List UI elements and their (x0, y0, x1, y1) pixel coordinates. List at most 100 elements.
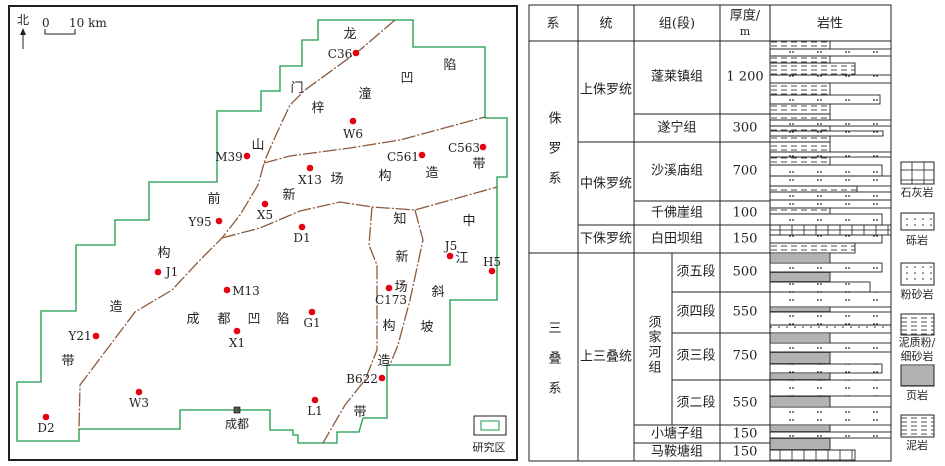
well: Y95 (187, 215, 223, 229)
well-dot-icon (306, 164, 314, 172)
legend-argillaceous-silt: 泥质粉/ (899, 336, 936, 349)
well-label: H5 (483, 255, 501, 269)
well-dot-icon (135, 388, 143, 396)
formation-name: 千佛崖组 (651, 206, 703, 221)
lithology-band-mud (769, 185, 858, 193)
region-label-longmen: 山 (251, 138, 264, 153)
lithology-band-sand (769, 291, 892, 308)
region-label-chengdu: 陷 (276, 312, 289, 327)
well-label: C561 (387, 150, 419, 164)
lithology-column (769, 40, 892, 462)
region-label-zitong: 梓 (311, 101, 324, 116)
scale-zero: 0 (42, 16, 50, 30)
well: B622 (346, 372, 386, 386)
fault-longmenshan-front (78, 19, 396, 431)
well-dot-icon (215, 217, 223, 225)
lithology-band-sand (769, 213, 883, 226)
series-lower-jurassic: 下侏罗统 (580, 232, 632, 247)
header-thickness: 厚度/ (730, 8, 761, 24)
lithology-band-sand (769, 281, 871, 293)
lithology-band-shale (769, 351, 831, 365)
lithology-legend: 石灰岩 砾岩 粉砂岩 泥质粉/ 细砂岩 页岩 泥岩 (899, 161, 936, 452)
lithology-band-sand (769, 175, 892, 187)
region-label-zitong: 陷 (443, 58, 456, 73)
well-dot-icon (446, 252, 454, 260)
lithology-band-shale (769, 271, 831, 283)
well-label: B622 (346, 372, 378, 386)
city-label: 成都 (225, 417, 249, 431)
formation-thickness: 1 200 (726, 70, 763, 85)
lithology-band-shale (769, 437, 831, 451)
legend-mudstone: 泥岩 (906, 438, 928, 452)
well: X13 (298, 164, 322, 187)
study-area-boundary (16, 19, 508, 444)
formation-name: 遂宁组 (657, 120, 696, 136)
fault-xinchang-south (221, 186, 498, 239)
formation-thickness: 550 (733, 396, 758, 411)
lithology-band-sand (769, 406, 892, 426)
well-dot-icon (154, 268, 162, 276)
well-dot-icon (349, 117, 357, 125)
lithology-band-shale (769, 372, 831, 381)
system-jurassic: 侏罗系 (546, 111, 562, 201)
scale-bar (44, 29, 76, 35)
lithology-band-sand (769, 151, 892, 158)
region-label-zhixin: 场 (394, 280, 407, 295)
legend-conglomerate: 砾岩 (906, 233, 928, 247)
well: J5 (443, 239, 457, 260)
lithology-band-mud (769, 141, 831, 153)
well-dot-icon (92, 332, 100, 340)
lithology-band-mud (769, 207, 831, 215)
xujiahe-formation: 须家河组 (646, 315, 662, 375)
formation-thickness: 300 (733, 121, 758, 136)
lithology-band-mud (769, 82, 831, 96)
region-label-longmen: 前 (207, 191, 220, 207)
header-formation: 组(段) (659, 17, 695, 32)
series-upper-triassic: 上三叠统 (580, 350, 632, 365)
well-label: C563 (448, 141, 480, 155)
well-label: W6 (343, 127, 363, 141)
well: H5 (483, 255, 501, 275)
formation-thickness: 150 (733, 232, 758, 247)
well-label: Y95 (187, 215, 211, 229)
header-series: 统 (599, 17, 612, 32)
well-dot-icon (223, 286, 231, 294)
lithology-band-mud (769, 55, 831, 64)
lithology-band-sand (769, 191, 892, 201)
formation-thickness: 500 (733, 265, 758, 280)
region-label-longmen: 龙 (343, 27, 356, 42)
series-upper-jurassic: 上侏罗统 (580, 83, 632, 98)
well-label: W3 (129, 396, 149, 410)
formation-thickness: 550 (733, 305, 758, 320)
region-label-zhongjiang: 中 (462, 214, 475, 229)
fault-zitong-south (263, 116, 486, 164)
region-label-xinchang: 造 (425, 166, 438, 181)
region-label-zitong: 凹 (400, 71, 413, 86)
well-dot-icon (233, 327, 241, 335)
legend-limestone: 石灰岩 (901, 185, 934, 199)
siltstone-swatch-icon (900, 262, 935, 286)
region-label-zhixin: 造 (377, 354, 390, 369)
well: L1 (307, 396, 323, 418)
lithology-band-sand (769, 379, 892, 397)
well-dot-icon (385, 284, 393, 292)
well: W6 (343, 117, 363, 141)
lithology-band-sand (769, 363, 883, 374)
fault-lines (78, 19, 498, 444)
well-dot-icon (311, 396, 319, 404)
well-label: C36 (328, 47, 352, 61)
fault-zhixin-west (322, 206, 378, 444)
well: C563 (448, 141, 487, 155)
lithology-band-sand (769, 199, 892, 209)
formation-name: 沙溪庙组 (651, 164, 703, 179)
region-label-xinchang: 构 (378, 169, 391, 184)
lithology-band-mud (769, 242, 856, 254)
well-label: X5 (257, 208, 273, 222)
